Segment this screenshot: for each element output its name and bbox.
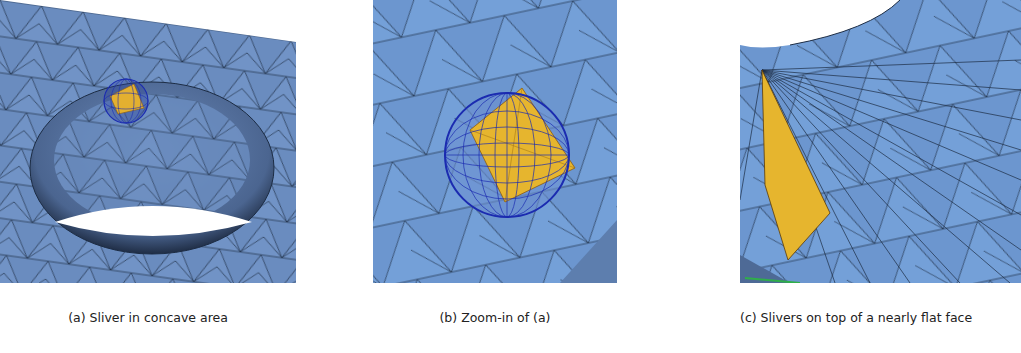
panel-caption: (c) Slivers on top of a nearly flat face bbox=[740, 309, 1012, 327]
panel-caption: (a) Sliver in concave area bbox=[0, 309, 296, 327]
panel-caption: (b) Zoom-in of (a) bbox=[373, 309, 617, 327]
